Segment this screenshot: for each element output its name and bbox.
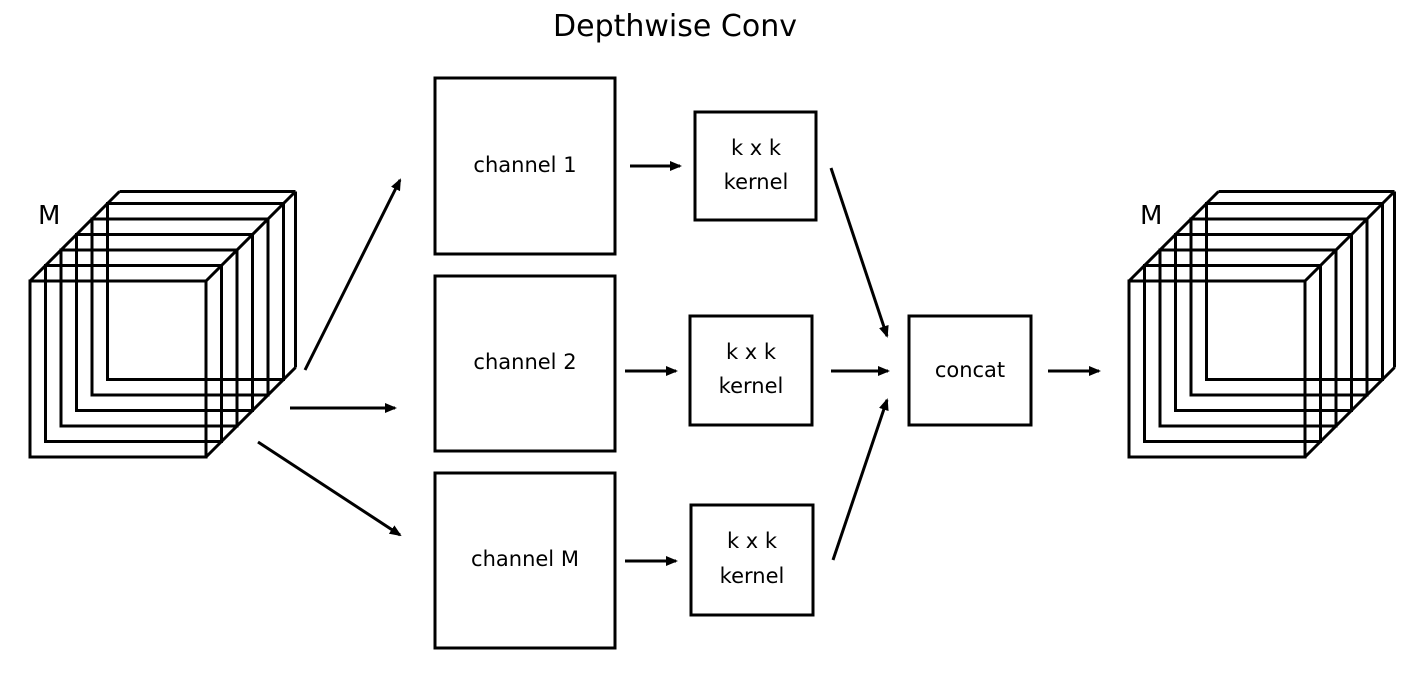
kernel-box [693,110,818,222]
channel-layer-outline [1189,217,1369,397]
kernel-label: kernel [724,170,789,194]
concat-box [907,314,1033,427]
channel-layer-outline [1158,248,1338,428]
channel-label: channel M [471,547,579,571]
channel-box [433,76,617,256]
cube-depth-edge [1303,190,1396,283]
channel-layer-outline [106,202,285,381]
cube-depth-edge [28,190,121,283]
channel-layer-outline [28,279,208,459]
channel-layer-outline [90,217,270,397]
split-arrow-channel-m [257,440,402,537]
channel-layer-outline [1143,264,1322,443]
channel-layer-outline [75,233,254,412]
kernel-label: kernel [720,564,785,588]
channel-label: channel 2 [473,350,576,374]
channel-layer-outline [1205,202,1384,381]
cube-depth-edge [204,366,297,459]
input-feature-map-cube [28,190,297,459]
kernel-to-concat-arrow-m [831,398,889,561]
channel-label: channel 1 [473,153,576,177]
kernel-size-label: k x k [726,340,777,364]
channel-layer-outline [1127,279,1307,459]
cube-depth-edge [1127,190,1220,283]
split-arrow-channel-1 [303,178,402,371]
channel-box [433,471,617,650]
output-feature-map-cube [1127,190,1396,459]
cube-depth-edge [204,190,297,283]
channel-layer-outline [1174,233,1353,412]
diagram-title: Depthwise Conv [553,9,797,44]
kernel-to-concat-arrow-1 [829,167,889,338]
kernel-size-label: k x k [731,136,782,160]
channel-layer-outline [59,248,239,428]
concat-label: concat [935,358,1005,382]
kernel-box [688,314,814,427]
input-channel-count-label: M [38,201,60,231]
channel-box [433,274,617,453]
kernel-box [689,503,815,617]
cube-depth-edge [1303,366,1396,459]
output-channel-count-label: M [1140,201,1162,231]
kernel-size-label: k x k [727,529,778,553]
channel-layer-outline [44,264,223,443]
kernel-label: kernel [719,374,784,398]
